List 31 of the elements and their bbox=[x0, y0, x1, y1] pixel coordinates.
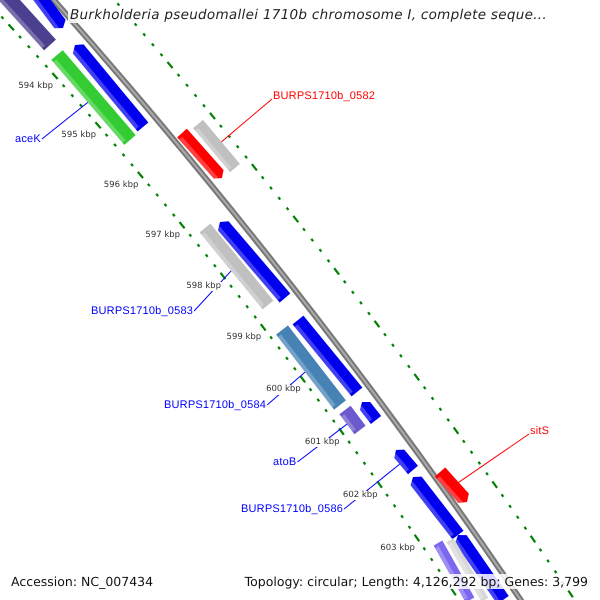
gene-label: BURPS1710b_0586 bbox=[241, 503, 344, 515]
position-label: 595 kbp bbox=[61, 131, 96, 141]
leader-line bbox=[458, 434, 530, 483]
gene-bar bbox=[409, 476, 464, 540]
position-label: 597 kbp bbox=[145, 231, 180, 241]
position-label: 598 kbp bbox=[186, 282, 221, 292]
gene-label: BURPS1710b_0584 bbox=[164, 399, 266, 411]
gene-bar bbox=[177, 128, 224, 180]
position-label: 601 kbp bbox=[304, 438, 340, 447]
gene-bar bbox=[0, 0, 56, 50]
position-label: 599 kbp bbox=[226, 333, 262, 343]
leader-line bbox=[41, 102, 88, 140]
gene-bar bbox=[339, 406, 366, 434]
gene-bar bbox=[72, 44, 148, 132]
position-label: 596 kbp bbox=[104, 180, 138, 190]
position-label: 594 kbp bbox=[18, 82, 53, 92]
gene-bar bbox=[358, 402, 382, 424]
gene-label: sitS bbox=[530, 425, 550, 437]
leader-line bbox=[220, 98, 272, 142]
accession-text: Accession: NC_007434 bbox=[9, 574, 156, 589]
gene-label: atoB bbox=[273, 456, 296, 468]
position-label: 600 kbp bbox=[266, 385, 301, 395]
position-label: 602 kbp bbox=[342, 490, 378, 500]
gene-label: BURPS1710b_0582 bbox=[273, 90, 376, 102]
gene-label: aceK bbox=[15, 133, 41, 145]
gene-bar bbox=[51, 50, 136, 145]
gene-bar bbox=[193, 120, 240, 172]
gene-bar bbox=[434, 467, 469, 504]
position-label: 603 kbp bbox=[380, 544, 415, 554]
gene-bar bbox=[393, 450, 418, 474]
gene-label: BURPS1710b_0583 bbox=[91, 305, 194, 317]
